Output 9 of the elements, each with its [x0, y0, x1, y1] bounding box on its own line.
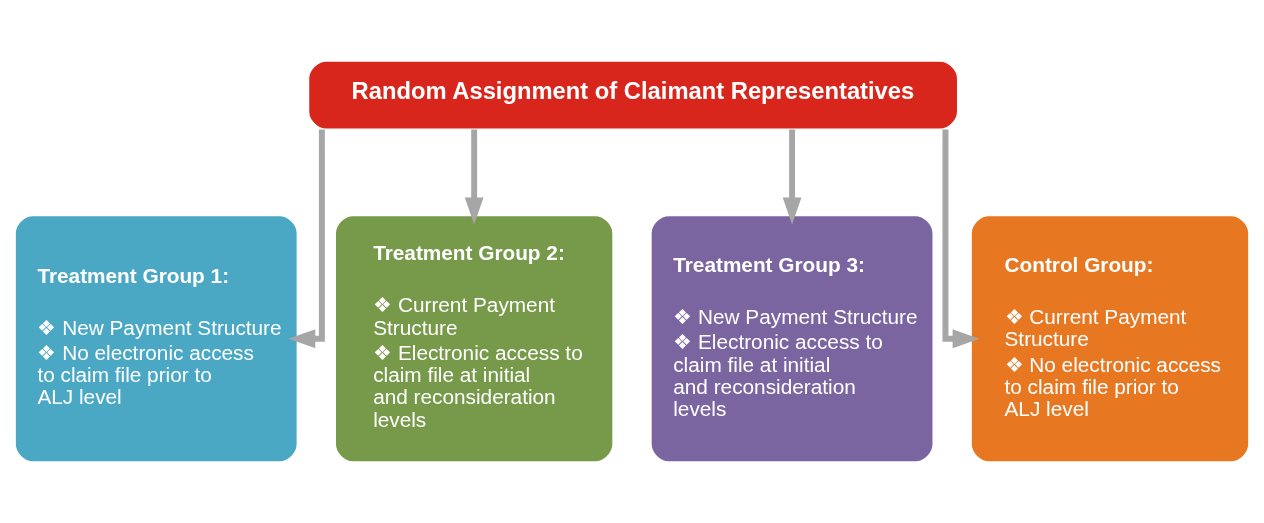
- node-box: Treatment Group 3: ❖ New Payment Structure ❖ Electronic access to claim file at initial and reconsideration levels: [650, 214, 934, 463]
- arrow: [782, 129, 802, 225]
- node-box: Treatment Group 2: ❖ Current Payment Structure ❖ Electronic access to claim file at initial and reconsideration levels: [334, 214, 614, 463]
- arrow: [288, 129, 325, 349]
- node-box: Treatment Group 1: ❖ New Payment Structure ❖ No electronic access to claim file prior to ALJ level: [14, 214, 299, 463]
- node-box: Random Assignment of Claimant Representatives: [307, 60, 959, 131]
- arrow: [942, 129, 980, 349]
- node-box: Control Group: ❖ Current Payment Structure ❖ No electronic access to claim file prior to ALJ level: [970, 214, 1250, 463]
- arrow: [464, 129, 484, 225]
